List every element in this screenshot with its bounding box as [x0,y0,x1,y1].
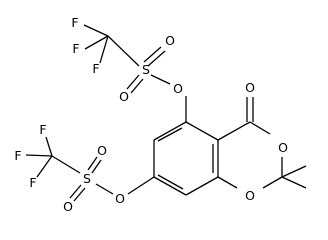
bond [73,187,86,202]
bond [281,176,307,189]
bond [185,176,219,196]
bond [126,74,140,90]
fluorine-atom: F [92,61,99,76]
oxygen-atom: O [245,188,255,203]
sulfur-atom: S [83,171,91,186]
bond [150,74,171,85]
bond [99,35,109,64]
fluorine-atom: F [71,15,78,30]
fluorine-atom: F [72,41,79,56]
bond [153,121,187,141]
oxygen-atom: O [97,143,107,158]
bond [127,176,155,195]
bond [36,155,53,178]
bond [25,154,53,157]
bond [130,78,144,94]
fluorine-atom: F [29,175,36,190]
oxygen-atom: O [173,81,183,96]
bond [45,136,53,157]
bond [51,155,81,174]
sulfur-atom: S [142,62,150,77]
oxygen-atom: O [119,89,129,104]
bond [153,176,187,196]
upper-triflate-group: F F F S O O O [71,15,187,122]
bond [185,121,219,141]
bond [157,174,184,190]
bond [91,159,102,174]
bond [217,121,251,141]
oxygen-atom: O [63,199,73,214]
oxygen-atom: O [245,80,255,95]
oxygen-atom: O [165,33,175,48]
lower-triflate-group: F F F S O O O [14,122,155,214]
bond [147,50,166,67]
oxygen-atom: O [278,140,288,155]
fluorine-atom: F [14,148,21,163]
bond [262,176,283,189]
fluorine-atom: F [39,122,46,137]
structure-drawing: F F F S O O O O O O [14,15,307,214]
bond [217,176,238,189]
benzodioxinone-core: O O O [153,80,307,203]
oxygen-atom: O [115,191,125,206]
bond [83,24,109,37]
bond [249,121,271,135]
structure-canvas: F F F S O O O O O O [14,15,307,214]
bond [84,35,109,50]
bond [281,165,307,178]
bond [157,127,183,142]
bond [95,183,114,195]
bond [69,184,82,199]
bond [87,156,98,171]
bond [143,46,162,63]
bond [107,35,140,67]
